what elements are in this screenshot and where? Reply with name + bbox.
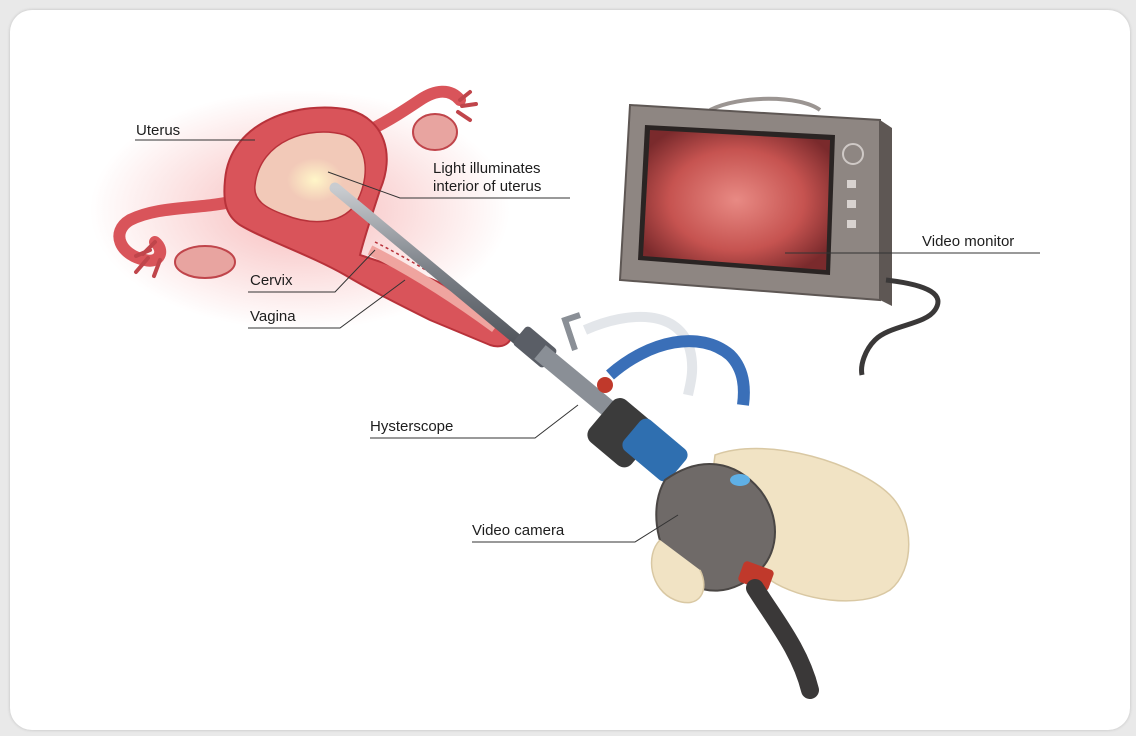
uterus-label: Uterus	[136, 122, 180, 140]
video-camera-illustration	[652, 449, 909, 690]
hysteroscope-label: Hysterscope	[370, 418, 453, 436]
diagram-card: Uterus Light illuminates interior of ute…	[10, 10, 1130, 730]
video-monitor-illustration	[620, 99, 938, 375]
video-camera-label: Video camera	[472, 522, 564, 540]
hysteroscopy-illustration	[10, 10, 1130, 730]
light-label: Light illuminates interior of uterus	[433, 160, 541, 196]
vagina-label: Vagina	[250, 308, 296, 326]
video-monitor-label: Video monitor	[922, 233, 1014, 251]
cervix-label: Cervix	[250, 272, 293, 290]
